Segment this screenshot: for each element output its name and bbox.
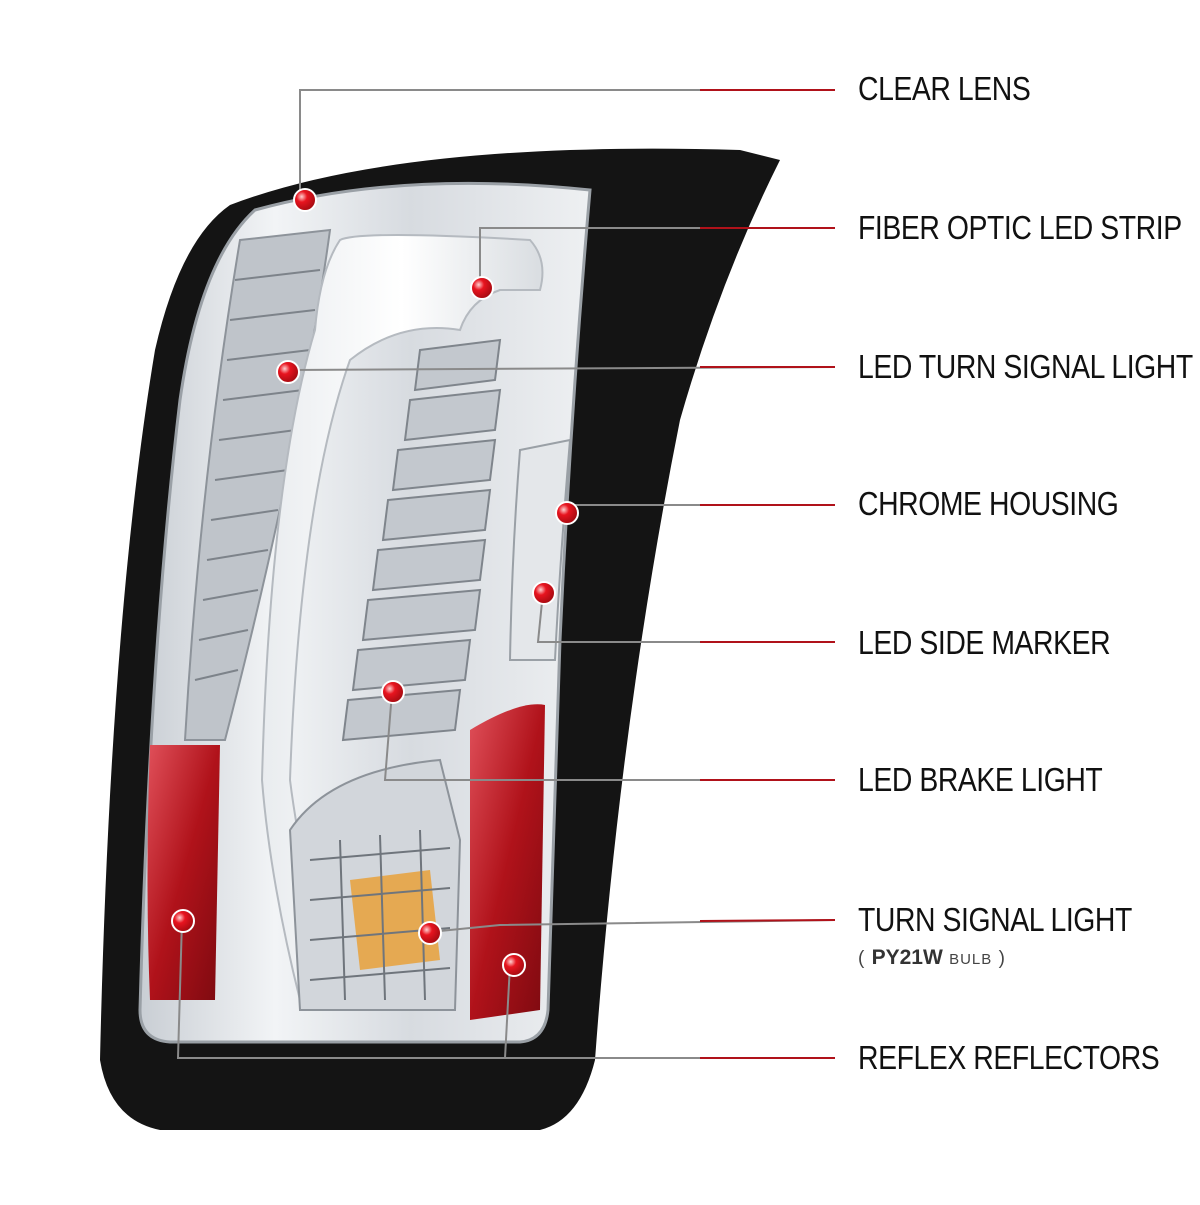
turn-signal-area: [288, 758, 462, 1011]
dot-led-turn: [276, 360, 300, 384]
dot-reflector-left: [171, 909, 195, 933]
leader-lines: [176, 89, 836, 1059]
callout-label-led-side-marker: LED SIDE MARKER: [858, 624, 1111, 661]
dot-brake: [381, 680, 405, 704]
dot-reflector-right: [502, 953, 526, 977]
dot-fiber-optic: [470, 276, 494, 300]
dot-turn-signal: [418, 921, 442, 945]
callout-label-fiber-optic: FIBER OPTIC LED STRIP: [858, 209, 1182, 246]
callout-label-led-turn-signal: LED TURN SIGNAL LIGHT: [858, 348, 1193, 385]
reflex-reflector-left: [147, 745, 220, 1000]
callout-label-turn-signal: TURN SIGNAL LIGHT: [858, 901, 1132, 938]
callout-dots: [171, 188, 579, 977]
fiber-optic-strip: [260, 234, 544, 1002]
callout-label-reflex-reflectors: REFLEX REFLECTORS: [858, 1039, 1160, 1076]
bulb-note-close: ): [998, 948, 1006, 969]
callout-label-chrome-housing: CHROME HOUSING: [858, 485, 1119, 522]
bulb-code: PY21W: [871, 946, 943, 969]
callout-label-clear-lens: CLEAR LENS: [858, 70, 1031, 107]
bulb-note: ( PY21W BULB ): [858, 946, 1006, 970]
dot-side-marker: [532, 581, 556, 605]
dot-chrome: [555, 501, 579, 525]
brake-led-rows: [341, 338, 502, 742]
callout-label-led-brake: LED BRAKE LIGHT: [858, 761, 1103, 798]
reflex-reflector-right: [470, 704, 545, 1020]
bulb-unit: BULB: [949, 951, 993, 968]
bulb-note-open: (: [858, 948, 866, 969]
dot-clear-lens: [293, 188, 317, 212]
